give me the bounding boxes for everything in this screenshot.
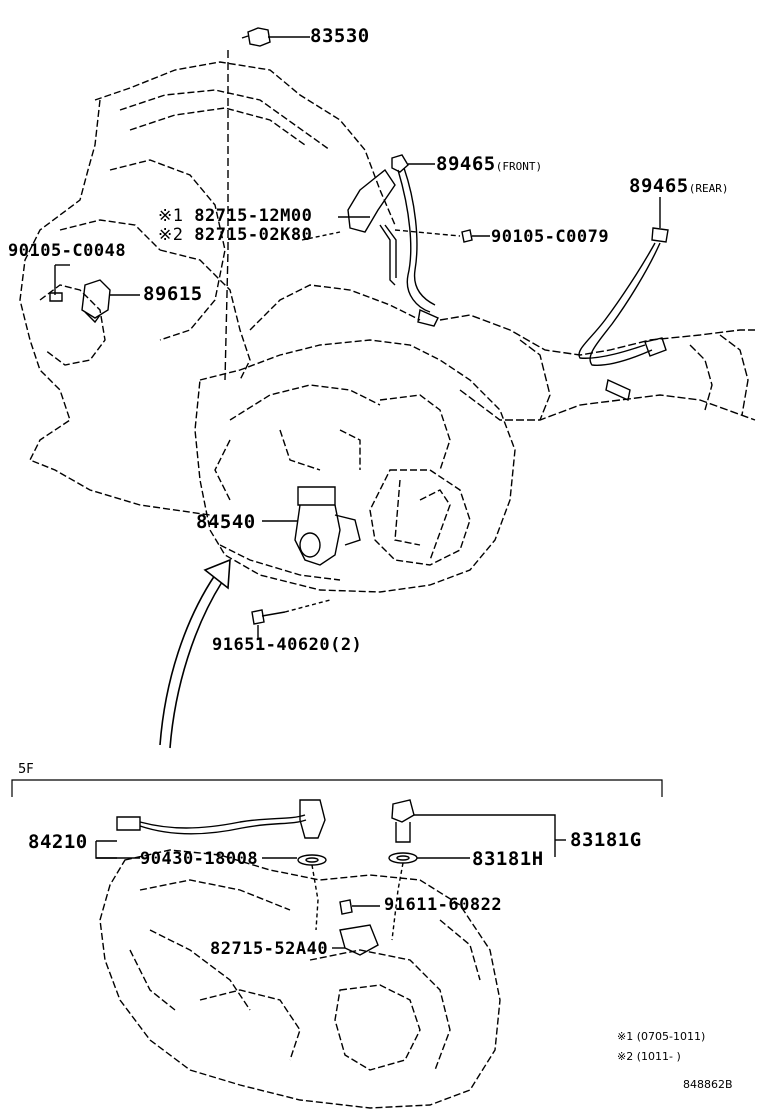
label-84540: 84540 xyxy=(196,511,256,533)
part-number: 82715-12M00 xyxy=(194,206,313,226)
label-89465-rear: 89465(REAR) xyxy=(629,176,728,199)
label-82715-02k80: ※2 82715-02K80 xyxy=(158,226,312,244)
sensor-83530 xyxy=(241,27,271,47)
oxygen-sensor-front xyxy=(391,154,439,327)
sensor-83181g xyxy=(391,799,566,857)
label-89615: 89615 xyxy=(143,283,203,305)
bolt-91651 xyxy=(251,599,331,640)
sensor-89615 xyxy=(81,279,140,324)
bolt-90105-c0079 xyxy=(394,229,490,243)
bolt-91611 xyxy=(339,899,380,915)
section-5f-label: 5F xyxy=(18,762,34,777)
label-90430-18008: 90430-18008 xyxy=(140,849,259,869)
part-number: 89465 xyxy=(436,153,496,175)
bolt-90105-c0048 xyxy=(49,264,70,302)
applicability-note-1: ※1 (0705-1011) xyxy=(617,1030,706,1043)
label-83181g: 83181G xyxy=(570,829,642,851)
position-note: (REAR) xyxy=(688,182,729,195)
applicability-note-2: ※2 (1011- ) xyxy=(617,1050,681,1063)
label-83530: 83530 xyxy=(310,25,370,47)
label-89465-front: 89465(FRONT) xyxy=(436,154,542,177)
label-90105-c0079: 90105-C0079 xyxy=(491,227,610,247)
part-number: 89465 xyxy=(629,175,689,197)
gasket-90430 xyxy=(262,854,327,931)
marker-1: ※1 xyxy=(158,206,184,226)
diagram-id: 848862B xyxy=(683,1078,733,1091)
engine-assembly-outline xyxy=(19,61,516,593)
lower-transaxle-outline xyxy=(99,849,501,1109)
label-91611-60822: 91611-60822 xyxy=(384,895,503,915)
leader-83530 xyxy=(224,50,229,381)
bracket-82715-52a40 xyxy=(332,924,379,956)
part-number: 82715-02K80 xyxy=(194,225,313,245)
oxygen-sensor-rear xyxy=(578,197,669,402)
bracket-82715 xyxy=(301,168,397,286)
label-90105-c0048: 90105-C0048 xyxy=(8,241,127,261)
marker-2: ※2 xyxy=(158,225,184,245)
gasket-83181h xyxy=(388,852,470,941)
label-84210: 84210 xyxy=(28,831,88,853)
arrow-to-5f xyxy=(159,558,231,749)
label-82715-12m00: ※1 82715-12M00 xyxy=(158,207,312,225)
label-91651-40620: 91651-40620(2) xyxy=(212,635,363,655)
label-82715-52a40: 82715-52A40 xyxy=(210,939,329,959)
section-5f-frame xyxy=(11,779,663,797)
switch-84540 xyxy=(262,486,361,566)
label-83181h: 83181H xyxy=(472,848,544,870)
exhaust-pipe xyxy=(439,314,756,421)
sensor-84210 xyxy=(95,799,326,859)
position-note: (FRONT) xyxy=(495,160,543,173)
